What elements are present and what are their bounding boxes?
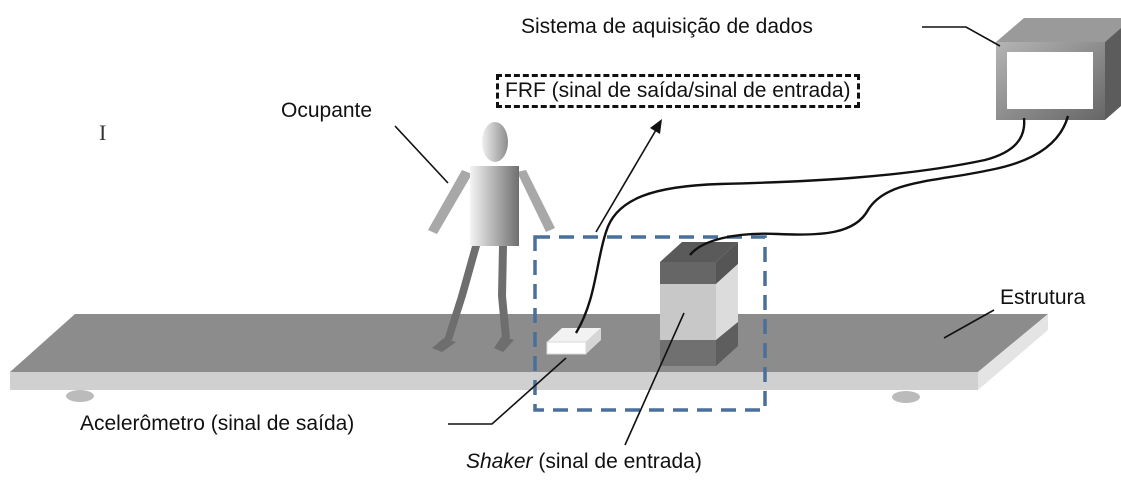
beam-front (10, 372, 978, 390)
beam-top (10, 314, 1048, 372)
occupant-label: Ocupante (281, 99, 373, 122)
monitor-top (996, 18, 1121, 42)
accelerometer-side (586, 328, 601, 354)
shaker-side-base (716, 322, 738, 366)
monitor-side (1105, 28, 1121, 120)
shaker-leader-line (624, 312, 685, 446)
occupant-right-arm (517, 170, 555, 232)
occupant-left-arm (428, 170, 472, 234)
occupant-leader-line (394, 125, 449, 184)
shaker-label: Shaker (sinal de entrada) (466, 451, 702, 472)
shaker-body (660, 284, 716, 340)
beam-support-left (66, 390, 94, 402)
structure-leader-line (943, 309, 995, 339)
shaker-cable (689, 115, 1070, 256)
frf-arrow-head (650, 119, 662, 134)
daq-monitor (996, 18, 1121, 120)
daq-label: Sistema de aquisição de dados (521, 15, 813, 38)
frf-label: FRF (sinal de saída/sinal de entrada) (496, 74, 860, 108)
structure-label: Estrutura (1000, 286, 1086, 309)
shaker-side-top (716, 242, 738, 284)
leader-lines (394, 26, 1001, 446)
beam-support-right (892, 391, 920, 403)
text-cursor-icon: I (99, 120, 107, 145)
shaker-device (660, 242, 738, 366)
accelerometer-cable (574, 117, 1026, 334)
occupant-figure (428, 122, 555, 352)
shaker-top-block (660, 262, 716, 284)
monitor-screen (1007, 52, 1093, 109)
accelerometer-label: Acelerômetro (sinal de saída) (80, 412, 355, 435)
shaker-top-face (660, 242, 738, 262)
accelerometer-device (546, 328, 601, 355)
occupant-head (482, 122, 508, 162)
shaker-italic-text: Shaker (466, 450, 533, 473)
daq-leader-line (922, 26, 1001, 47)
shaker-rest-text: (sinal de entrada) (532, 450, 702, 473)
accelerometer-front (546, 341, 587, 355)
occupant-legs (432, 246, 514, 352)
accelerometer-leader-line (448, 357, 567, 425)
structure-beam (10, 314, 1048, 403)
shaker-base (660, 340, 716, 366)
measurement-region-box (533, 235, 767, 412)
cables (574, 115, 1070, 334)
occupant-torso (470, 166, 519, 246)
accelerometer-top (547, 328, 601, 342)
beam-end (978, 314, 1048, 390)
frf-arrow-line (595, 129, 657, 233)
shaker-side-body (716, 264, 738, 340)
